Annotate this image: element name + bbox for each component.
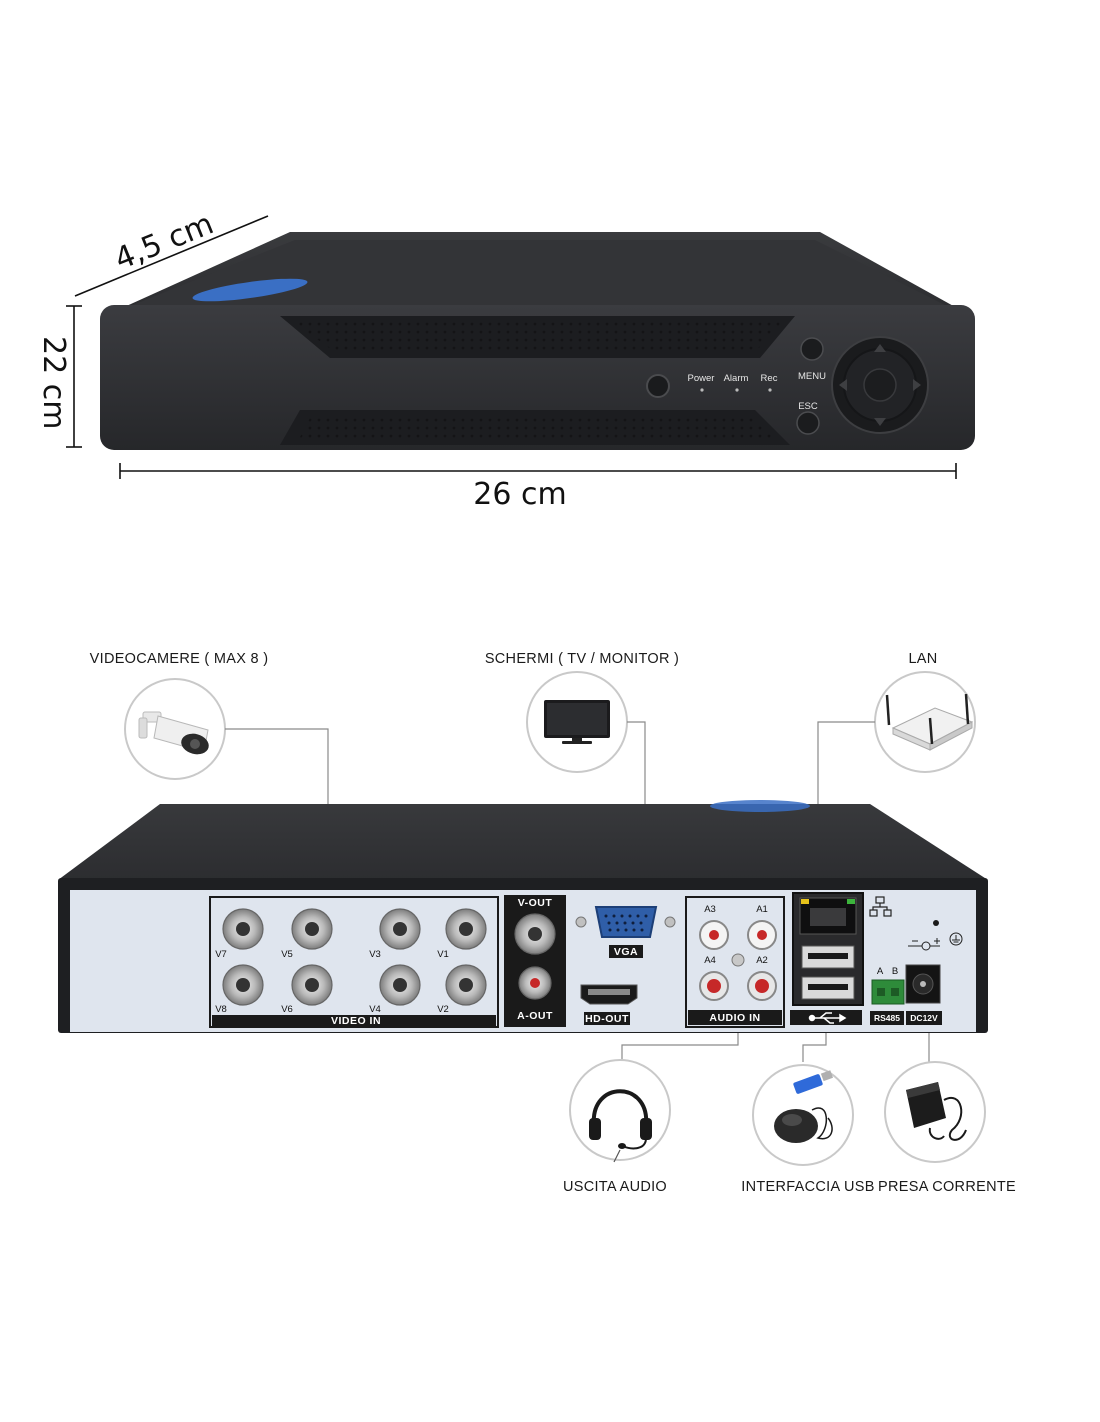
- height-dimension-label: 22 cm: [36, 336, 71, 429]
- channel-label-v5: V5: [281, 949, 293, 960]
- audio-label-a4: A4: [704, 955, 716, 966]
- reset-hole[interactable]: [933, 920, 939, 926]
- esc-button-label: ESC: [798, 401, 818, 412]
- rs485-terminal[interactable]: [871, 979, 905, 1005]
- nav-down-icon: [874, 418, 886, 426]
- camera-icon: [138, 711, 209, 755]
- front-led-labels: Power Alarm Rec: [688, 373, 778, 392]
- menu-button-label: MENU: [798, 371, 826, 382]
- navigation-pad[interactable]: [831, 336, 929, 434]
- nav-left-icon: [839, 379, 847, 391]
- ir-receiver-icon: [646, 374, 670, 398]
- router-callout: [817, 671, 976, 895]
- caption-usb: INTERFACCIA USB: [741, 1179, 874, 1195]
- headset-icon: [589, 1089, 652, 1163]
- router-icon: [885, 693, 974, 751]
- channel-label-v8: V8: [215, 1004, 227, 1015]
- a-out-label: A-OUT: [517, 1010, 553, 1022]
- channel-label-v7: V7: [215, 949, 227, 960]
- depth-dimension-label: 4,5 cm: [110, 206, 219, 277]
- nav-right-icon: [913, 379, 921, 391]
- lan-usb-group: [790, 892, 892, 1025]
- vga-label: VGA: [614, 946, 638, 958]
- dc-polarity-icon: [908, 938, 940, 951]
- v-out-label: V-OUT: [518, 897, 553, 909]
- led-alarm-label: Alarm: [724, 373, 749, 384]
- vga-hd-group: VGA HD-OUT: [575, 906, 676, 1025]
- power-rs485-group: A B RS485 DC12V: [870, 920, 963, 1025]
- bnc-row-bottom: [222, 964, 487, 1006]
- usb-symbol-icon: [808, 1012, 847, 1024]
- dvr-front-body: [100, 232, 975, 450]
- v-out-a-out-group: V-OUT A-OUT: [504, 895, 566, 1027]
- monitor-icon: [544, 700, 610, 744]
- hd-out-label: HD-OUT: [585, 1013, 629, 1025]
- caption-cameras: VIDEOCAMERE ( MAX 8 ): [90, 651, 269, 667]
- video-in-group: VIDEO IN V7 V5 V3 V1 V8 V6 V4 V2: [209, 896, 499, 1028]
- rs485-pin-a: A: [877, 966, 884, 977]
- caption-audio-out: USCITA AUDIO: [563, 1179, 667, 1195]
- nav-up-icon: [874, 344, 886, 352]
- width-dimension-label: 26 cm: [473, 477, 566, 512]
- brand-sticker: [192, 278, 308, 302]
- esc-button[interactable]: [796, 411, 820, 435]
- dc12v-label: DC12V: [910, 1013, 938, 1023]
- caption-power: PRESA CORRENTE: [878, 1179, 1016, 1195]
- rs485-pin-b: B: [892, 966, 898, 977]
- channel-label-v3: V3: [369, 949, 381, 960]
- ground-icon: [949, 932, 963, 946]
- enter-button[interactable]: [863, 368, 897, 402]
- channel-label-v6: V6: [281, 1004, 293, 1015]
- monitor-callout: [526, 671, 646, 895]
- depth-dimension-line: [74, 215, 269, 297]
- menu-button[interactable]: [800, 337, 824, 361]
- channel-label-v4: V4: [369, 1004, 381, 1015]
- audio-label-a1: A1: [756, 904, 768, 915]
- audio-in-label: AUDIO IN: [709, 1012, 760, 1024]
- usb-callout: [752, 1033, 854, 1166]
- bnc-row-top: [222, 908, 487, 950]
- camera-callout: [124, 678, 329, 895]
- power-callout: [884, 1033, 986, 1163]
- audio-in-group: AUDIO IN A3 A1 A4 A2: [685, 896, 785, 1028]
- audio-label-a3: A3: [704, 904, 716, 915]
- power-adapter-icon: [906, 1082, 967, 1141]
- caption-screens: SCHERMI ( TV / MONITOR ): [485, 651, 679, 667]
- channel-label-v1: V1: [437, 949, 449, 960]
- network-icon: [869, 896, 892, 917]
- headset-callout: [569, 1033, 739, 1163]
- led-rec-label: Rec: [761, 373, 778, 384]
- led-power-label: Power: [688, 373, 715, 384]
- caption-lan: LAN: [908, 651, 937, 667]
- front-view: 4,5 cm 22 cm 26 cm Power Alarm Rec: [36, 206, 975, 512]
- audio-label-a2: A2: [756, 955, 768, 966]
- video-in-label: VIDEO IN: [331, 1015, 381, 1027]
- rs485-label: RS485: [874, 1013, 900, 1023]
- usb-mouse-icon: [774, 1070, 834, 1143]
- channel-label-v2: V2: [437, 1004, 449, 1015]
